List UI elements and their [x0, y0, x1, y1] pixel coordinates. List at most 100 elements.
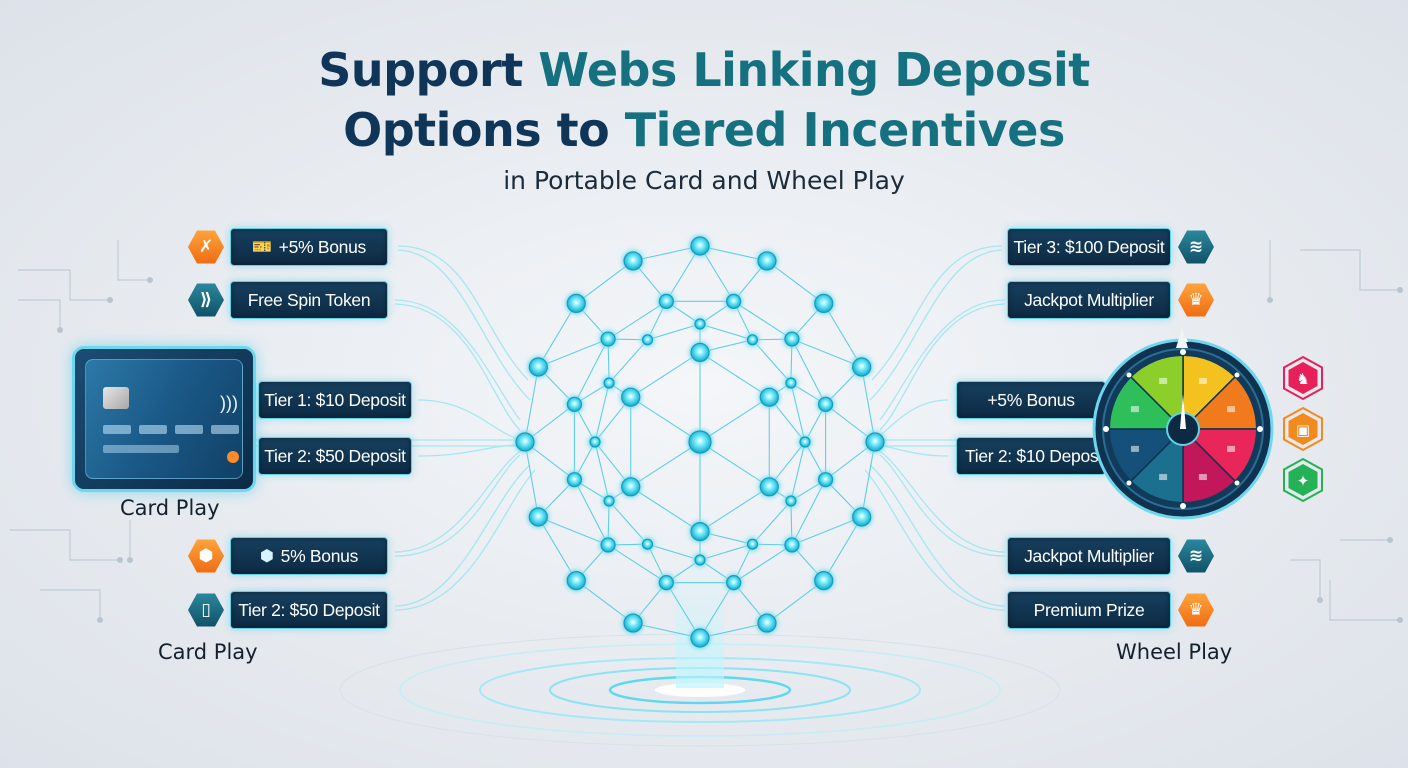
web-node [621, 477, 641, 497]
web-node [658, 575, 674, 591]
title-part-support: Support [318, 43, 523, 97]
left-label-tier2-bottom-text: Tier 2: $50 Deposit [238, 599, 380, 620]
wheel-slice-mark [1159, 474, 1168, 481]
web-node [799, 436, 811, 448]
web-node [621, 387, 641, 407]
left-label-tier2-bottom[interactable]: Tier 2: $50 Deposit [230, 591, 388, 629]
coin-icon: ⬢ [259, 548, 274, 565]
caption-card-play: Card Play [120, 496, 220, 520]
left-label-bonus[interactable]: 🎫 +5% Bonus [230, 228, 388, 266]
coin-icon: ⬢ [188, 539, 224, 573]
left-label-tier1[interactable]: Tier 1: $10 Deposit [258, 381, 412, 419]
caption-card-play-bottom: Card Play [158, 640, 258, 664]
wheel-slice-mark [1198, 377, 1207, 384]
web-node [746, 334, 759, 346]
web-node [757, 613, 777, 633]
web-node [785, 377, 797, 389]
right-label-premium[interactable]: Premium Prize [1007, 591, 1171, 629]
payment-card: ))) [72, 346, 256, 492]
caption-wheel-play: Wheel Play [1116, 640, 1233, 664]
card-number-block [175, 425, 203, 434]
card-logo-dot [227, 451, 239, 463]
web-node [757, 251, 777, 271]
title-part-options: Options to [343, 103, 610, 157]
web-node [746, 538, 759, 550]
web-node [528, 357, 548, 377]
web-node [600, 331, 616, 347]
ticket-icon: 🎫 [252, 239, 272, 256]
right-label-jackpot-text: Jackpot Multiplier [1024, 289, 1154, 310]
right-label-bonus[interactable]: +5% Bonus [956, 381, 1106, 419]
left-label-5-bonus[interactable]: ⬢ 5% Bonus [230, 537, 388, 575]
web-node [566, 570, 586, 591]
wheel-side-orange-icon: ▣ [1283, 406, 1323, 452]
contactless-icon: ))) [220, 393, 238, 413]
web-node [641, 538, 654, 550]
web-node [566, 396, 583, 412]
left-label-free-spin-text: Free Spin Token [247, 289, 371, 310]
svg-text:✦: ✦ [1297, 472, 1310, 490]
title-line-1: Support Webs Linking Deposit [0, 44, 1408, 96]
web-node [694, 318, 706, 330]
right-label-tier2-text: Tier 2: $10 Deposit [965, 445, 1107, 466]
web-node [694, 554, 706, 566]
waves-icon: ≋ [1178, 539, 1214, 573]
web-node [623, 613, 643, 633]
web-node [589, 436, 601, 448]
svg-text:♞: ♞ [1296, 370, 1309, 388]
subtitle: in Portable Card and Wheel Play [503, 166, 905, 195]
web-node [528, 507, 548, 527]
web-node [817, 472, 834, 488]
card-name-line [103, 445, 179, 453]
wheel-side-red-icon: ♞ [1283, 355, 1323, 401]
web-node [785, 495, 797, 507]
left-label-free-spin[interactable]: Free Spin Token [230, 281, 388, 319]
web-node [814, 293, 834, 314]
web-node [852, 507, 872, 527]
web-node [784, 537, 800, 553]
right-label-tier2[interactable]: Tier 2: $10 Deposit [956, 437, 1107, 475]
wheel-slice-mark [1159, 377, 1168, 384]
web-node [814, 570, 834, 591]
web-node [865, 432, 885, 452]
network-web-nodes [510, 231, 890, 653]
web-node [817, 396, 834, 412]
web-node [688, 430, 712, 454]
wheel-slice-mark [1130, 406, 1139, 413]
card-number-block [103, 425, 131, 434]
card-face [85, 359, 243, 479]
left-label-tier2-text: Tier 2: $50 Deposit [264, 445, 406, 466]
web-node [515, 432, 535, 452]
circuit-traces [10, 240, 1400, 621]
web-node [784, 331, 800, 347]
card-number-block [139, 425, 167, 434]
wheel-pegs [1103, 349, 1263, 509]
right-label-premium-text: Premium Prize [1033, 599, 1145, 620]
web-node [690, 236, 710, 256]
right-label-tier3-text: Tier 3: $100 Deposit [1013, 236, 1165, 257]
title-part-tiered: Tiered Incentives [624, 103, 1066, 157]
web-node [566, 293, 586, 314]
right-label-jackpot[interactable]: Jackpot Multiplier [1007, 281, 1171, 319]
left-label-tier2[interactable]: Tier 2: $50 Deposit [258, 437, 412, 475]
prize-wheel[interactable] [1092, 338, 1274, 520]
web-node [690, 521, 710, 542]
wheel-top-marker [1176, 328, 1188, 348]
card-chip-icon [103, 387, 129, 409]
web-node [759, 477, 779, 497]
crown-icon: ♛ [1178, 593, 1214, 627]
web-node [603, 495, 615, 507]
left-label-5-bonus-text: 5% Bonus [280, 545, 359, 566]
web-node [658, 293, 674, 309]
svg-text:▣: ▣ [1296, 421, 1310, 439]
right-label-bonus-text: +5% Bonus [987, 389, 1075, 410]
right-label-jackpot-bottom-text: Jackpot Multiplier [1024, 545, 1154, 566]
right-label-jackpot-bottom[interactable]: Jackpot Multiplier [1007, 537, 1171, 575]
web-node [726, 575, 742, 591]
wheel-pointer [1180, 394, 1186, 429]
right-label-tier3[interactable]: Tier 3: $100 Deposit [1007, 228, 1171, 266]
web-node [690, 628, 710, 648]
card-number-block [211, 425, 239, 434]
wheel-slice-mark [1227, 406, 1236, 413]
